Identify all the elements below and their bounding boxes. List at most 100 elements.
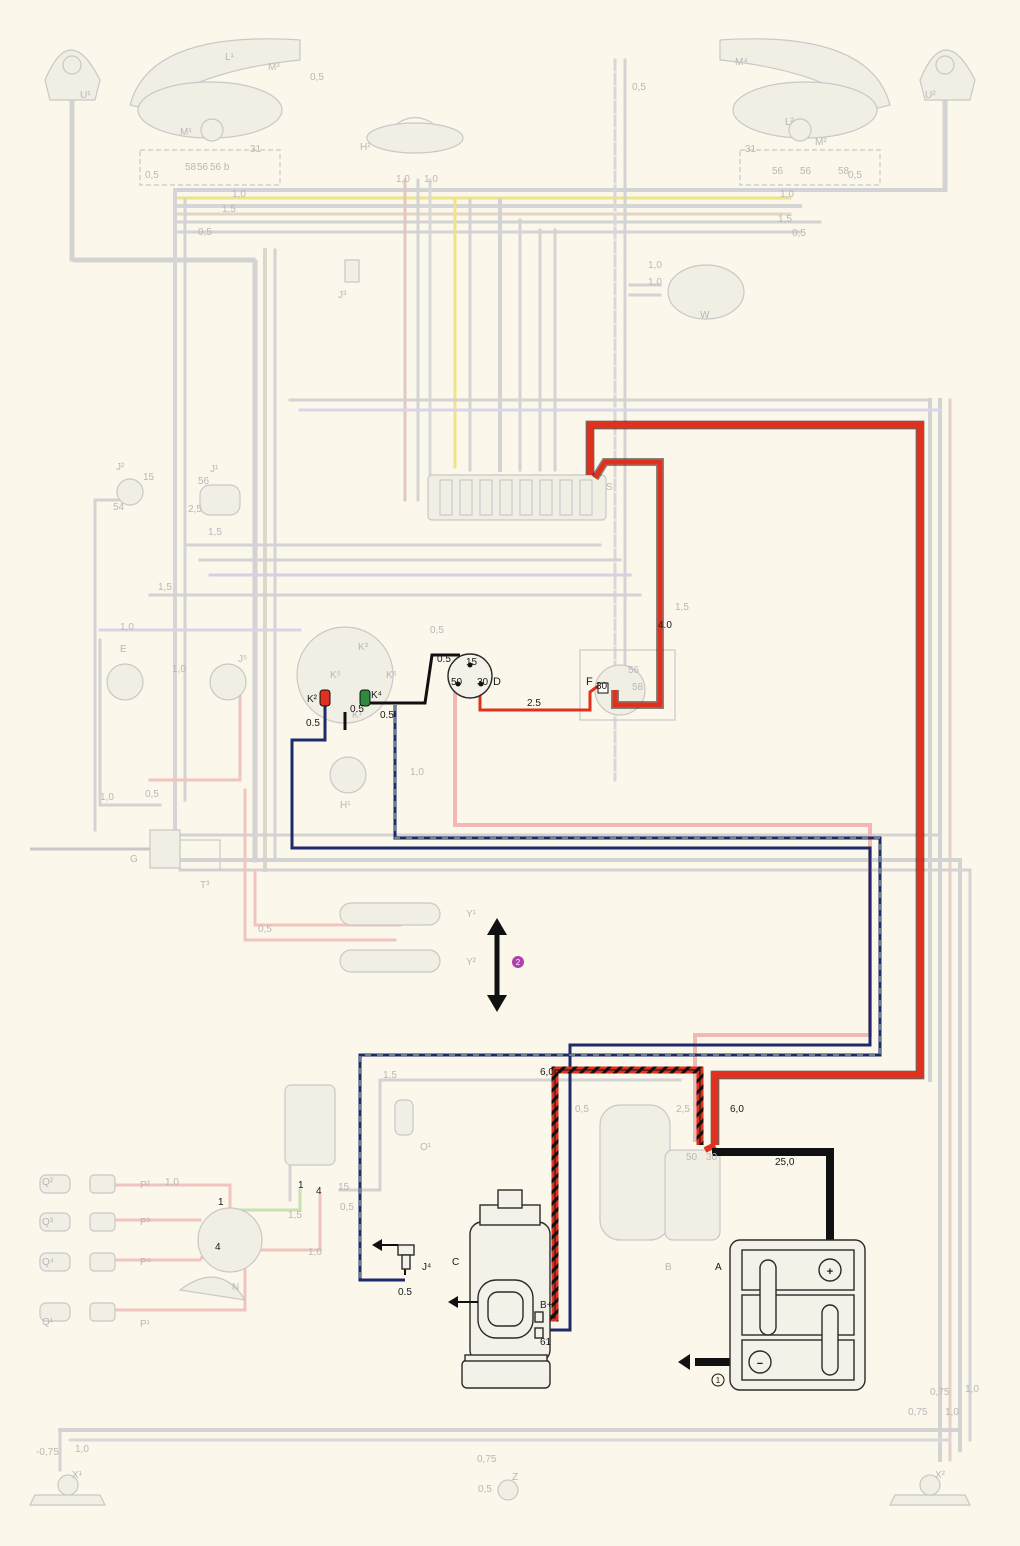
label-l1: L¹ <box>225 52 235 63</box>
label-g: G <box>130 854 138 865</box>
gauge-0-5-p: 0,5 <box>145 170 159 181</box>
marker-1: 1 <box>716 1376 721 1385</box>
terminal-31-right: 31 <box>745 144 757 155</box>
gauge-1-0-m: 1,0 <box>75 1444 89 1455</box>
gauge-6-0-b: 6,0 <box>730 1104 744 1115</box>
terminal-58-reg: 58 <box>632 682 644 693</box>
gauge-1-0-i: 1,0 <box>648 260 662 271</box>
label-y2: Y² <box>466 957 477 968</box>
label-k3: K³ <box>358 642 369 653</box>
terminal-30-starter: 30 <box>706 1152 718 1163</box>
terminal-56-right-b: 56 <box>772 166 784 177</box>
terminal-30: 30 <box>477 677 489 688</box>
label-m4: M⁴ <box>735 57 748 68</box>
label-p4: P⁴ <box>140 1257 151 1268</box>
gauge-neg-0-75: -0,75 <box>36 1447 59 1458</box>
oil-pressure-switch-j4 <box>372 1239 415 1270</box>
label-m2: M² <box>815 137 827 148</box>
terminal-4-dist: 4 <box>215 1242 221 1253</box>
wire-gauge-labels: 0.5 0.5 0.5 0.5 0.5 2.5 4.0 6,0 6,0 25,0… <box>36 72 979 1495</box>
ghost-components <box>29 38 976 1506</box>
terminal-15-coil: 15 <box>338 1182 350 1193</box>
gauge-1-5-b: 1,5 <box>778 214 792 225</box>
label-q3: Q³ <box>42 1217 54 1228</box>
terminal-61: 61 <box>540 1337 552 1348</box>
label-j4: J⁴ <box>422 1262 431 1273</box>
gauge-0-75-b: 0,75 <box>908 1407 928 1418</box>
gauge-0-75-a: 0,75 <box>930 1387 950 1398</box>
label-q4: Q⁴ <box>42 1257 54 1268</box>
label-u2: U² <box>925 90 936 101</box>
gauge-0-5-j: 0,5 <box>258 924 272 935</box>
gauge-1-0-h: 1,0 <box>410 767 424 778</box>
label-q1: Q¹ <box>42 1317 54 1328</box>
terminal-58-right: 58 <box>838 166 850 177</box>
generator-c <box>448 1189 551 1389</box>
terminal-56-right: 56 <box>800 166 812 177</box>
label-m3: M³ <box>268 62 280 73</box>
gauge-1-0-n: 1,0 <box>232 189 246 200</box>
gauge-0-5-o: 0,5 <box>478 1484 492 1495</box>
terminal-labels: 15 30 50 30 61 B+ 31 31 58 58 56 56 b 56… <box>113 144 850 1348</box>
label-b: B <box>665 1262 672 1273</box>
terminal-b-plus: B+ <box>540 1300 553 1311</box>
label-w: W <box>700 310 710 321</box>
terminal-15: 15 <box>466 657 478 668</box>
label-h1: H¹ <box>340 800 351 811</box>
label-j3: J³ <box>338 290 347 301</box>
gauge-1-0-f: 1,0 <box>172 664 186 675</box>
gauge-0-75-c: 0,75 <box>477 1454 497 1465</box>
battery-plus-symbol: + <box>827 1266 833 1278</box>
gauge-1-5-d: 1,5 <box>383 1070 397 1081</box>
gauge-0-5-f: 0,5 <box>430 625 444 636</box>
label-a: A <box>715 1262 722 1273</box>
terminal-54: 54 <box>113 502 125 513</box>
gauge-25-0: 25,0 <box>775 1157 795 1168</box>
battery-a: + − <box>729 1239 866 1391</box>
ghost-wiring <box>58 58 972 1472</box>
gauge-6-0-a: 6,0 <box>540 1067 554 1078</box>
label-k1: K¹ <box>352 710 363 721</box>
gauge-1-0-g: 1,0 <box>100 792 114 803</box>
gauge-1-5-g: 1,5 <box>208 527 222 538</box>
gauge-2-5: 2.5 <box>527 698 541 709</box>
label-e: E <box>120 644 127 655</box>
gauge-1-0-o: 1,0 <box>780 189 794 200</box>
terminal-31-left: 31 <box>250 144 262 155</box>
gauge-1-5-c: 1,5 <box>158 582 172 593</box>
gauge-1-5-a: 1,5 <box>222 204 236 215</box>
terminal-4-coil: 4 <box>316 1186 322 1197</box>
gauge-1-5-e: 1,5 <box>288 1210 302 1221</box>
label-n: N <box>232 1282 239 1293</box>
label-k6: K⁶ <box>386 670 397 681</box>
terminal-50: 50 <box>451 677 463 688</box>
gauge-0-5-a: 0.5 <box>437 654 451 665</box>
gauge-0-5-q: 0,5 <box>848 170 862 181</box>
terminal-1-dist: 1 <box>218 1197 224 1208</box>
label-o1: O¹ <box>420 1142 432 1153</box>
gauge-1-0-a: 1,0 <box>396 174 410 185</box>
gauge-0-5-l: 0,5 <box>575 1104 589 1115</box>
gauge-1-5-f: 1,5 <box>675 602 689 613</box>
label-x2: X² <box>935 1470 946 1481</box>
gauge-1-0-d: 1,0 <box>945 1407 959 1418</box>
label-y1: Y¹ <box>466 909 477 920</box>
gauge-0-5-g: 0,5 <box>198 227 212 238</box>
gauge-2-5-b: 2,5 <box>188 504 202 515</box>
headlight-left <box>129 38 301 186</box>
label-m1: M¹ <box>180 127 192 138</box>
label-d: D <box>493 676 501 688</box>
gauge-0-5-c: 0.5 <box>306 718 320 729</box>
label-p3: P³ <box>140 1217 151 1228</box>
headlight-right <box>719 38 891 186</box>
gauge-2-5-c: 2,5 <box>676 1104 690 1115</box>
terminal-1-coil: 1 <box>298 1180 304 1191</box>
gauge-1-0-b: 1,0 <box>424 174 438 185</box>
component-labels: U¹ U² L¹ L² M¹ M² M³ M⁴ H² J³ W J¹ J² K¹… <box>42 52 946 1483</box>
label-c: C <box>452 1257 459 1268</box>
label-k5: K⁵ <box>330 670 341 681</box>
gauge-0-5-i: 0,5 <box>145 789 159 800</box>
gauge-1-0-j: 1,0 <box>648 277 662 288</box>
gauge-1-0-l: 1,0 <box>308 1247 322 1258</box>
